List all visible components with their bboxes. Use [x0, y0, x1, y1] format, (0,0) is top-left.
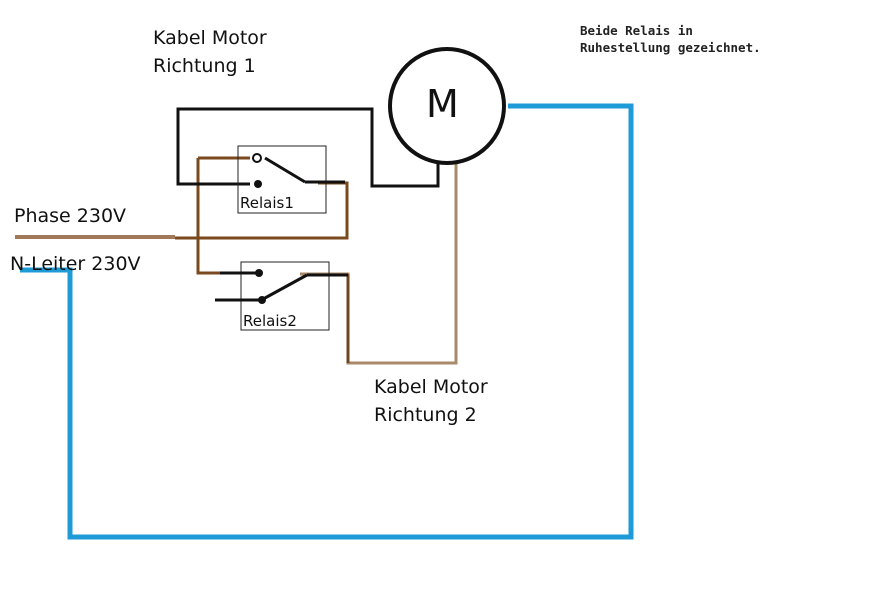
brown-wire-riser: [196, 158, 220, 275]
relais1-box: [237, 145, 327, 214]
relais2-contact-bottom: [258, 296, 266, 304]
motor-circle: [388, 47, 506, 165]
relais2-label: Relais2: [243, 312, 297, 330]
black-wire-dir1: [176, 107, 440, 188]
label-cable-dir2-line1: Kabel Motor: [374, 376, 488, 398]
label-cable-dir1-line1: Kabel Motor: [153, 27, 267, 49]
motor-symbol: M: [426, 82, 459, 126]
note-line-2: Ruhestellung gezeichnet.: [580, 40, 761, 55]
neutral-wire: [20, 103, 634, 540]
relais2-box: [240, 261, 330, 331]
label-cable-dir1-line2: Richtung 1: [153, 55, 256, 77]
note: Beide Relais in Ruhestellung gezeichnet.: [580, 22, 761, 56]
relais2-switch-arm: [264, 273, 308, 300]
relais1-contact-top: [252, 153, 262, 163]
relais1-contact-bottom: [254, 180, 262, 188]
label-cable-dir2-line2: Richtung 2: [374, 404, 477, 426]
label-neutral: N-Leiter 230V: [10, 253, 141, 275]
relais1-label: Relais1: [240, 194, 294, 212]
label-phase: Phase 230V: [14, 205, 127, 227]
relais1-switch-arm: [264, 156, 306, 184]
label-cable-dir2: Kabel Motor Richtung 2: [374, 373, 488, 429]
label-cable-dir1: Kabel Motor Richtung 1: [153, 24, 267, 80]
note-line-1: Beide Relais in: [580, 23, 693, 38]
relais2-contact-top: [255, 269, 263, 277]
